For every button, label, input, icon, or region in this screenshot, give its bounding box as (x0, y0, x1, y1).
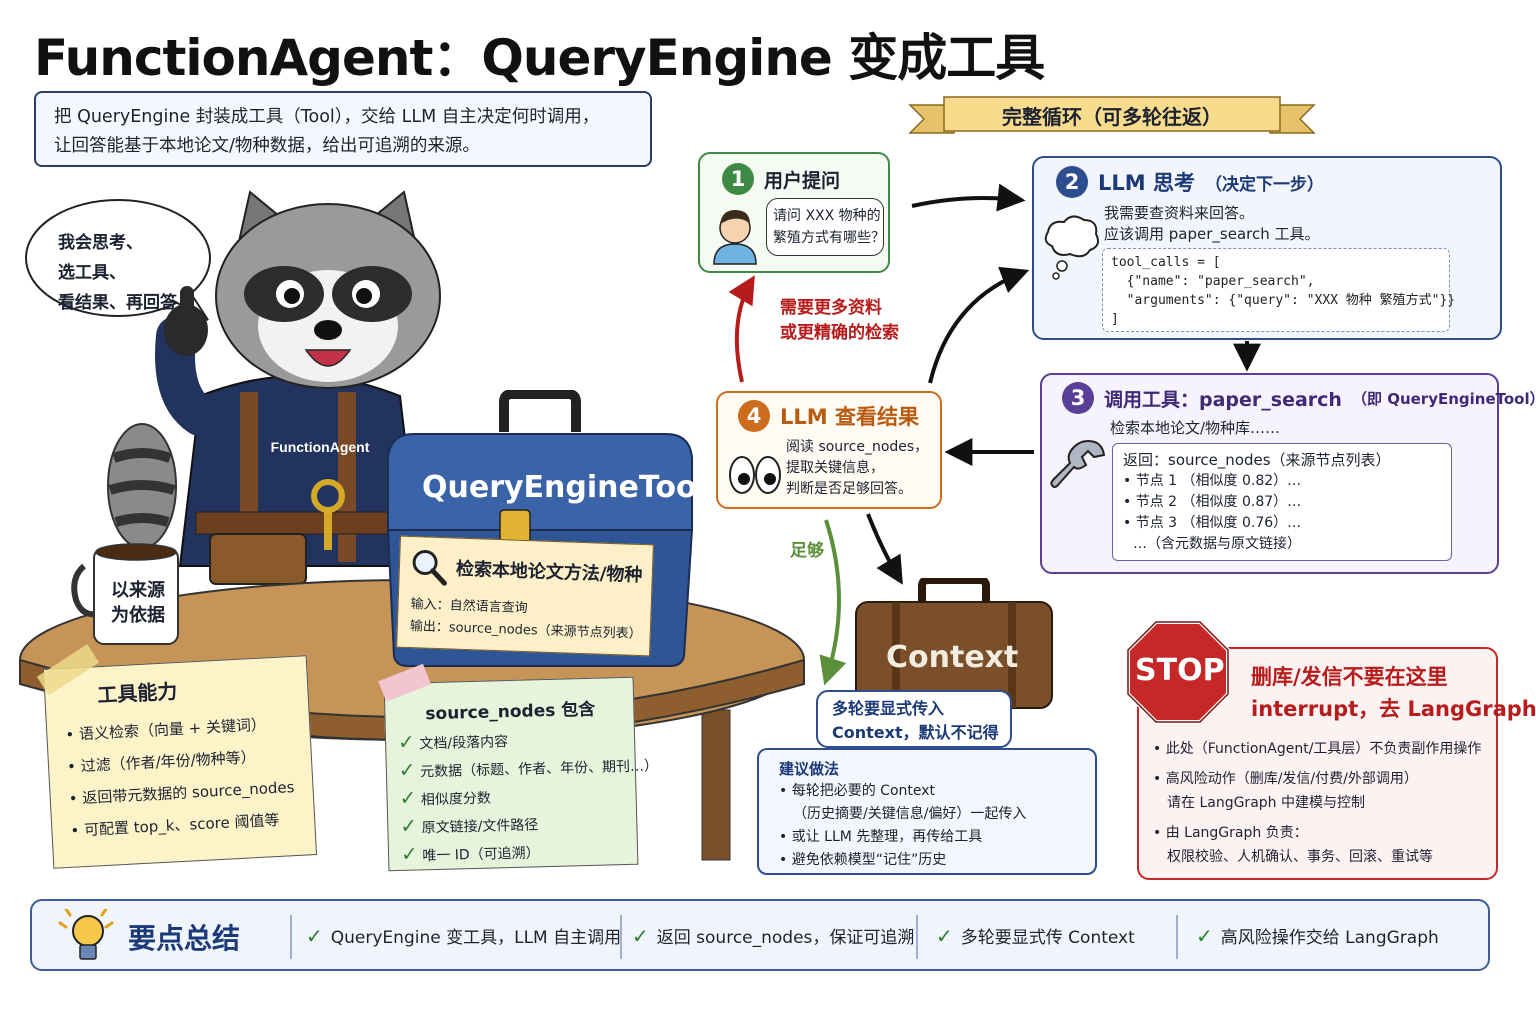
step-2-number: 2 (1056, 166, 1088, 198)
step-4-box: 4 LLM 查看结果 阅读 source_nodes， 提取关键信息， 判断是否… (716, 391, 942, 509)
stop-item: • 此处（FunctionAgent/工具层）不负责副作用操作 (1153, 741, 1482, 757)
advice-list: • 每轮把必要的 Context （历史摘要/关键信息/偏好）一起传入 • 或让… (779, 780, 1026, 872)
eyes-icon (729, 456, 781, 494)
step-1-number: 1 (722, 163, 754, 195)
summary-separator (290, 915, 292, 959)
advice-title: 建议做法 (779, 760, 840, 778)
step-2-text-1: 我需要查资料来回答。 (1104, 204, 1255, 222)
nodes-note-list: ✓ 文档/段落内容 ✓ 元数据（标题、作者、年份、期刊…） ✓ 相似度分数 ✓ … (398, 723, 661, 870)
check-icon: ✓ (306, 923, 323, 948)
context-bubble: 多轮要显式传入 Context，默认不记得 (816, 690, 1012, 748)
advice-item: • 每轮把必要的 Context (779, 783, 936, 799)
advice-item: • 或让 LLM 先整理，再传给工具 (779, 829, 983, 845)
stop-item: • 高风险动作（删库/发信/付费/外部调用） (1153, 771, 1418, 787)
stop-list: • 此处（FunctionAgent/工具层）不负责副作用操作 • 高风险动作（… (1153, 737, 1481, 869)
summary-separator (916, 915, 918, 959)
raccoon-mascot: FunctionAgent (107, 190, 441, 585)
summary-item: ✓多轮要显式传 Context (936, 923, 1135, 949)
step-1-header: 1 用户提问 (722, 163, 840, 195)
lightbulb-icon (58, 909, 114, 960)
step-3-box: 3 调用工具：paper_search （即 QueryEngineTool） 检… (1040, 373, 1536, 574)
ability-list: • 语义检索（向量 + 关键词） • 过滤（作者/年份/物种等） • 返回带元数… (65, 707, 297, 847)
step-2-box: 2 LLM 思考 （决定下一步） 我需要查资料来回答。 应该调用 paper_se… (1032, 156, 1502, 340)
summary-item: ✓QueryEngine 变工具，LLM 自主调用 (306, 923, 622, 949)
step-4-title: LLM 查看结果 (780, 405, 919, 429)
toolbox-label-output: 输出：source_nodes（来源节点列表） (409, 619, 642, 643)
check-icon: ✓ (936, 923, 953, 948)
toolbox-label-title: 检索本地论文方法/物种 (455, 558, 643, 587)
stop-item: 权限校验、人机确认、事务、回滚、重试等 (1167, 849, 1433, 865)
summary-separator (620, 915, 622, 959)
suitcase-icon (855, 578, 1053, 709)
ability-note: 工具能力 • 语义检索（向量 + 关键词） • 过滤（作者/年份/物种等） • … (36, 644, 318, 869)
step-1-box: 1 用户提问 请问 XXX 物种的 繁殖方式有哪些？ (698, 152, 890, 273)
step-1-title: 用户提问 (764, 169, 841, 192)
step-4-header: 4 LLM 查看结果 (738, 400, 919, 432)
advice-item: • 避免依赖模型“记住”历史 (779, 852, 947, 868)
summary-item: ✓高风险操作交给 LangGraph (1196, 923, 1439, 949)
summary-title: 要点总结 (128, 922, 241, 955)
step-3-title-suffix: （即 QueryEngineTool） (1351, 389, 1536, 408)
intro-line-2: 让回答能基于本地论文/物种数据，给出可追溯的来源。 (54, 136, 480, 156)
step-3-more: …（含元数据与原文链接） (1133, 536, 1301, 552)
source-node-item: • 节点 1 （相似度 0.82）… (1123, 473, 1302, 489)
enough-label: 足够 (790, 541, 824, 561)
stop-headline-1: 删库/发信不要在这里 (1251, 665, 1448, 689)
ribbon-icon (908, 96, 1316, 134)
ability-title: 工具能力 (96, 679, 178, 708)
thought-cloud-icon (1044, 215, 1099, 280)
stop-headline-2: interrupt，去 LangGraph (1251, 697, 1536, 721)
step-3-subtitle: 检索本地论文/物种库…… (1110, 419, 1281, 437)
step-3-title: 调用工具：paper_search (1104, 388, 1342, 411)
step-3-result-box: 返回：source_nodes（来源节点列表） • 节点 1 （相似度 0.82… (1112, 443, 1452, 561)
user-avatar-icon (713, 210, 757, 265)
step-2-title: LLM 思考 (1098, 171, 1195, 195)
toolbox-label-input: 输入：自然语言查询 (410, 597, 528, 617)
nodes-note-item: ✓ 唯一 ID（可追溯） (400, 841, 540, 866)
stop-sign-text: STOP (1135, 653, 1225, 688)
stop-box: STOP 删库/发信不要在这里 interrupt，去 LangGraph • … (1126, 620, 1536, 880)
raccoon-speech: 我会思考、 选工具、 看结果、再回答！ (58, 233, 194, 313)
step-2-title-suffix: （决定下一步） (1204, 174, 1324, 195)
intro-line-1: 把 QueryEngine 封装成工具（Tool），交给 LLM 自主决定何时调… (54, 107, 600, 127)
tool-calls-code: tool_calls = [ {"name": "paper_search", … (1102, 248, 1455, 332)
page-title: FunctionAgent：QueryEngine 变成工具 (34, 29, 1045, 87)
toolbox-title: QueryEngineTool (422, 470, 707, 505)
step-2-header: 2 LLM 思考 （决定下一步） (1056, 166, 1324, 198)
source-node-item: • 节点 2 （相似度 0.87）… (1123, 494, 1302, 510)
loop-banner: 完整循环（可多轮往返） (908, 93, 1316, 139)
source-node-item: • 节点 3 （相似度 0.76）… (1123, 515, 1302, 531)
intro-box: 把 QueryEngine 封装成工具（Tool），交给 LLM 自主决定何时调… (34, 91, 652, 167)
step-2-text-2: 应该调用 paper_search 工具。 (1104, 225, 1320, 243)
stop-sign-icon (1126, 620, 1230, 724)
banner-text: 完整循环（可多轮往返） (1002, 105, 1222, 129)
step-4-number: 4 (738, 400, 770, 432)
step-4-lines: 阅读 source_nodes， 提取关键信息， 判断是否足够回答。 (786, 439, 929, 497)
toolbox-label: 检索本地论文方法/物种 输入：自然语言查询 输出：source_nodes（来源… (396, 535, 654, 657)
nodes-note: source_nodes 包含 ✓ 文档/段落内容 ✓ 元数据（标题、作者、年份… (378, 663, 658, 872)
advice-box: 建议做法 • 每轮把必要的 Context （历史摘要/关键信息/偏好）一起传入… (757, 748, 1097, 875)
stop-item: 请在 LangGraph 中建模与控制 (1167, 795, 1365, 811)
summary-separator (1176, 915, 1178, 959)
summary-item: ✓返回 source_nodes，保证可追溯 (632, 923, 915, 949)
check-icon: ✓ (632, 923, 649, 948)
suitcase-label: Context (886, 640, 1019, 675)
stop-item: • 由 LangGraph 负责： (1153, 825, 1308, 841)
wrench-icon (1050, 439, 1106, 488)
nodes-note-title: source_nodes 包含 (425, 699, 596, 725)
mug-text: 以来源 为依据 (111, 580, 165, 626)
check-icon: ✓ (1196, 923, 1213, 948)
step-3-number: 3 (1062, 382, 1094, 414)
step-3-returns: 返回：source_nodes（来源节点列表） (1123, 451, 1391, 469)
shirt-label: FunctionAgent (271, 439, 370, 455)
advice-item: （历史摘要/关键信息/偏好）一起传入 (793, 806, 1027, 822)
question-bubble: 请问 XXX 物种的 繁殖方式有哪些？ (766, 198, 885, 256)
more-info-label: 需要更多资料 或更精确的检索 (780, 298, 899, 343)
magnifier-icon (412, 549, 447, 586)
step-3-header: 3 调用工具：paper_search （即 QueryEngineTool） (1062, 382, 1536, 414)
summary-bar: 要点总结 ✓QueryEngine 变工具，LLM 自主调用 ✓返回 sourc… (30, 899, 1490, 971)
mug-icon (71, 543, 179, 645)
